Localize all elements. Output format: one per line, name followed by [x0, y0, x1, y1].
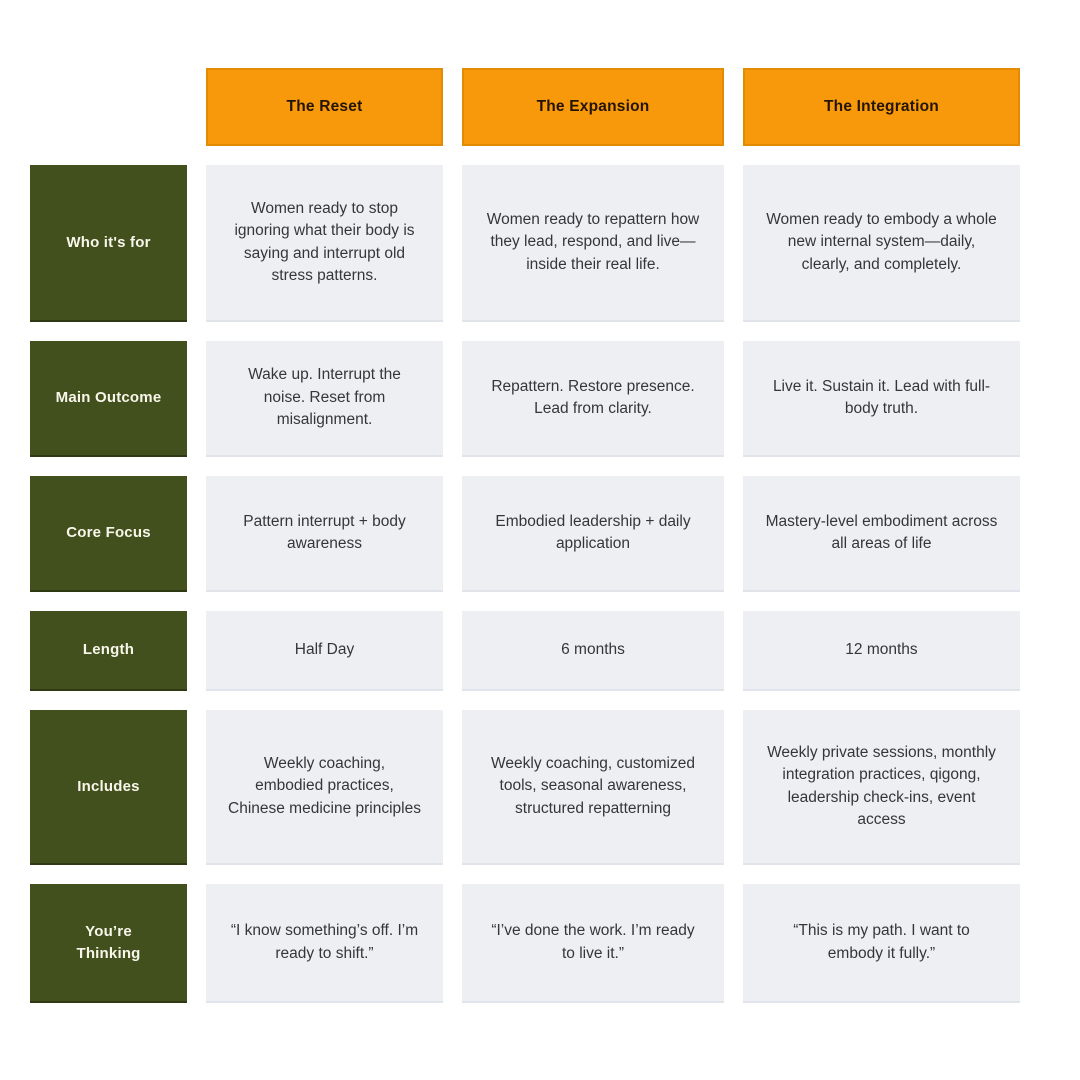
- table-cell: Women ready to embody a whole new intern…: [743, 165, 1020, 322]
- row-label-core-focus: Core Focus: [30, 476, 187, 592]
- row-label-youre-thinking: You’re Thinking: [30, 884, 187, 1003]
- comparison-table: The Reset The Expansion The Integration …: [30, 68, 1020, 1003]
- table-cell: “I’ve done the work. I’m ready to live i…: [462, 884, 724, 1003]
- row-label-who-its-for: Who it's for: [30, 165, 187, 322]
- table-cell: “I know something’s off. I’m ready to sh…: [206, 884, 443, 1003]
- table-cell: Women ready to repattern how they lead, …: [462, 165, 724, 322]
- table-cell: “This is my path. I want to embody it fu…: [743, 884, 1020, 1003]
- column-header-the-expansion: The Expansion: [462, 68, 724, 146]
- table-cell: Pattern interrupt + body awareness: [206, 476, 443, 592]
- column-header-the-integration: The Integration: [743, 68, 1020, 146]
- table-cell: Embodied leadership + daily application: [462, 476, 724, 592]
- row-label-main-outcome: Main Outcome: [30, 341, 187, 457]
- header-spacer: [30, 68, 187, 146]
- table-cell: Weekly private sessions, monthly integra…: [743, 710, 1020, 865]
- table-cell: Wake up. Interrupt the noise. Reset from…: [206, 341, 443, 457]
- row-label-length: Length: [30, 611, 187, 691]
- table-cell: Half Day: [206, 611, 443, 691]
- table-cell: Mastery-level embodiment across all area…: [743, 476, 1020, 592]
- table-cell: 6 months: [462, 611, 724, 691]
- table-cell: 12 months: [743, 611, 1020, 691]
- column-header-the-reset: The Reset: [206, 68, 443, 146]
- table-cell: Weekly coaching, embodied practices, Chi…: [206, 710, 443, 865]
- table-cell: Weekly coaching, customized tools, seaso…: [462, 710, 724, 865]
- table-cell: Repattern. Restore presence. Lead from c…: [462, 341, 724, 457]
- row-label-includes: Includes: [30, 710, 187, 865]
- table-cell: Live it. Sustain it. Lead with full-body…: [743, 341, 1020, 457]
- table-cell: Women ready to stop ignoring what their …: [206, 165, 443, 322]
